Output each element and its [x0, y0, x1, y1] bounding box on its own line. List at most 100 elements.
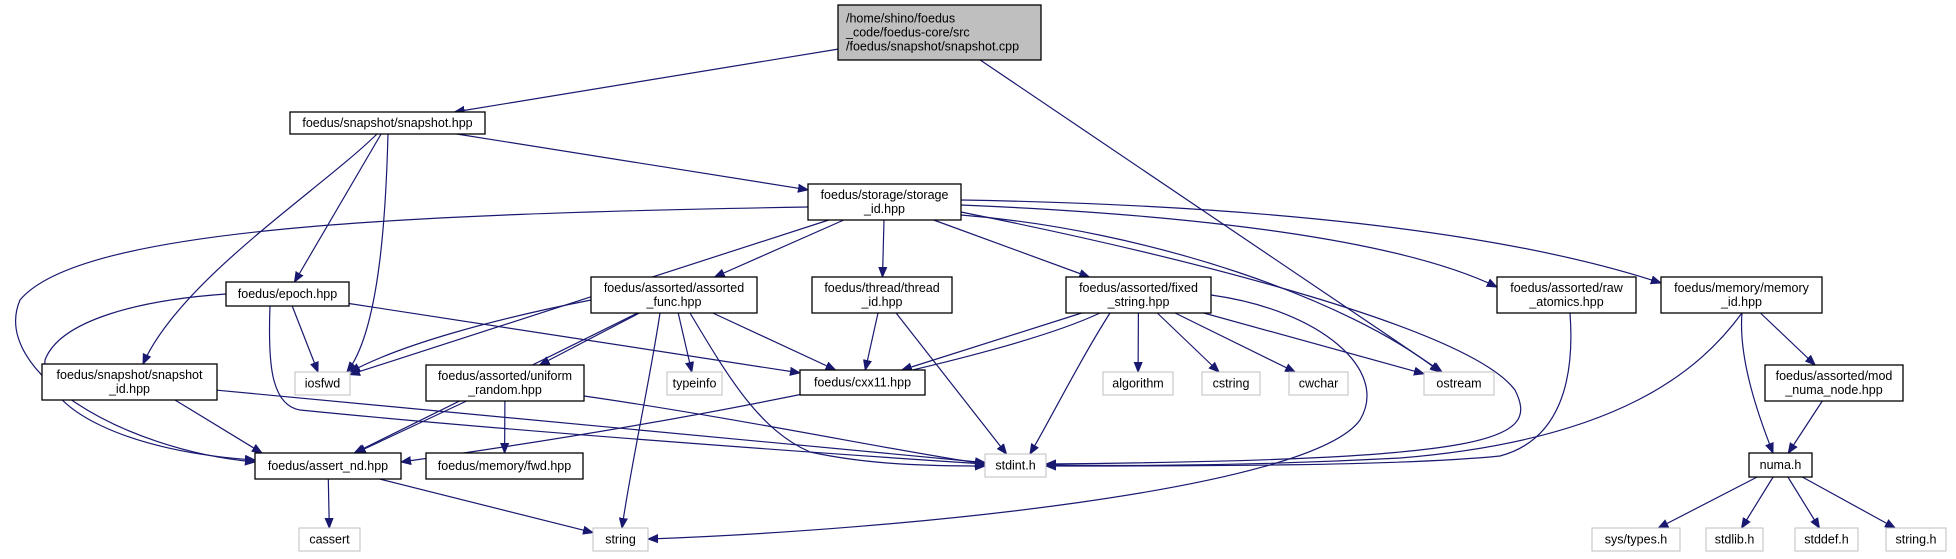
node-sys-types-h: sys/types.h: [1591, 527, 1681, 552]
edge-numa_h-to-sys_types_h: [1658, 476, 1758, 528]
edge-fixed_string_hpp-to-cxx11_hpp: [902, 312, 1082, 370]
node-label: _code/foedus-core/src: [845, 26, 970, 40]
node-box: [1748, 452, 1813, 478]
node-label: iosfwd: [305, 377, 340, 391]
node-assorted-func-hpp[interactable]: foedus/assorted/assorted_func.hpp: [590, 276, 758, 314]
node-box: [225, 281, 350, 307]
node-box: [1794, 527, 1859, 552]
edge-storage_id_hpp-to-thread_id_hpp: [883, 219, 885, 277]
node-string: string: [592, 527, 649, 552]
node-label: ostream: [1436, 377, 1481, 391]
node-snapshot-id-hpp[interactable]: foedus/snapshot/snapshot_id.hpp: [41, 363, 218, 401]
node-assert-nd-hpp[interactable]: foedus/assert_nd.hpp: [254, 452, 402, 480]
node-box: [592, 527, 649, 552]
node-label: foedus/thread/thread: [824, 281, 939, 295]
node-box: [1885, 527, 1947, 552]
node-stddef-h: stddef.h: [1794, 527, 1859, 552]
edge-fixed_string_hpp-to-cwchar: [1174, 312, 1295, 372]
edge-storage_id_hpp-to-memory_id_hpp: [960, 199, 1661, 283]
edge-assert_nd_hpp-to-string: [379, 478, 593, 533]
node-cwchar: cwchar: [1288, 371, 1349, 396]
node-label: _id.hpp: [863, 202, 905, 216]
edge-uniform_random_hpp-to-assert_nd_hpp: [356, 400, 467, 453]
node-label: _numa_node.hpp: [1784, 383, 1882, 397]
node-label: sys/types.h: [1605, 533, 1668, 547]
edge-assert_nd_hpp-to-cassert: [328, 478, 329, 528]
edge-storage_id_hpp-to-stdint_h: [960, 211, 1522, 464]
node-memory-fwd-hpp[interactable]: foedus/memory/fwd.hpp: [425, 452, 584, 480]
node-label: foedus/assorted/assorted: [604, 281, 744, 295]
edge-fixed_string_hpp-to-string: [648, 294, 1368, 539]
edge-fixed_string_hpp-to-ostream: [1203, 312, 1424, 374]
node-box: [254, 452, 402, 480]
node-storage-id-hpp[interactable]: foedus/storage/storage_id.hpp: [807, 183, 962, 221]
node-box: [1288, 371, 1349, 396]
node-box: [1065, 276, 1212, 314]
edge-snapshot_hpp-to-iosfwd: [347, 133, 389, 372]
node-label: foedus/snapshot/snapshot.hpp: [302, 116, 472, 130]
edge-assorted_func_hpp-to-string: [622, 312, 661, 528]
node-uniform-random-hpp[interactable]: foedus/assorted/uniform_random.hpp: [425, 364, 585, 402]
node-label: numa.h: [1760, 458, 1802, 472]
node-memory-id-hpp[interactable]: foedus/memory/memory_id.hpp: [1660, 276, 1823, 314]
nodes-layer: /home/shino/foedus_code/foedus-core/src/…: [41, 4, 1947, 552]
node-label: foedus/assert_nd.hpp: [268, 459, 388, 473]
node-label: foedus/cxx11.hpp: [814, 376, 911, 390]
node-label: _random.hpp: [467, 383, 542, 397]
edge-epoch_hpp-to-stdint_h: [268, 305, 985, 464]
edge-epoch_hpp-to-assert_nd_hpp: [44, 293, 255, 460]
node-epoch-hpp[interactable]: foedus/epoch.hpp: [225, 281, 350, 307]
node-label: cassert: [309, 533, 350, 547]
node-label: string: [605, 533, 636, 547]
edge-memory_id_hpp-to-mod_numa_node_hpp: [1759, 312, 1815, 365]
node-raw-atomics-hpp[interactable]: foedus/assorted/raw_atomics.hpp: [1496, 276, 1637, 314]
node-label: foedus/epoch.hpp: [238, 287, 337, 301]
node-label: foedus/storage/storage: [821, 188, 949, 202]
node-label: _string.hpp: [1107, 295, 1170, 309]
node-cassert: cassert: [298, 527, 361, 552]
node-cxx11-hpp[interactable]: foedus/cxx11.hpp: [799, 369, 926, 396]
edge-snapshot_cpp-to-ostream: [979, 59, 1442, 372]
node-box: [1496, 276, 1637, 314]
node-label: _id.hpp: [860, 295, 902, 309]
edge-epoch_hpp-to-cxx11_hpp: [348, 302, 800, 373]
node-label: foedus/assorted/raw: [1510, 281, 1624, 295]
node-label: stddef.h: [1804, 533, 1849, 547]
edge-assorted_func_hpp-to-uniform_random_hpp: [540, 312, 640, 365]
edge-fixed_string_hpp-to-cstring: [1156, 312, 1219, 372]
node-algorithm: algorithm: [1102, 371, 1174, 396]
node-box: [425, 452, 584, 480]
edge-numa_h-to-string_h: [1802, 476, 1895, 528]
node-snapshot-hpp[interactable]: foedus/snapshot/snapshot.hpp: [289, 111, 486, 135]
node-fixed-string-hpp[interactable]: foedus/assorted/fixed_string.hpp: [1065, 276, 1212, 314]
edge-uniform_random_hpp-to-stdint_h: [583, 395, 985, 464]
node-label: _id.hpp: [1720, 295, 1762, 309]
node-ostream: ostream: [1423, 371, 1495, 396]
edge-assorted_func_hpp-to-stdint_h: [689, 312, 985, 466]
node-box: [1660, 276, 1823, 314]
edge-memory_id_hpp-to-stdint_h: [1046, 312, 1743, 465]
node-box: [799, 369, 926, 396]
edge-epoch_hpp-to-iosfwd: [291, 305, 318, 372]
node-box: [425, 364, 585, 402]
node-label: cstring: [1213, 377, 1250, 391]
edge-assorted_func_hpp-to-cxx11_hpp: [712, 312, 836, 370]
node-label: foedus/snapshot/snapshot: [57, 368, 203, 382]
node-thread-id-hpp[interactable]: foedus/thread/thread_id.hpp: [811, 276, 953, 314]
edge-numa_h-to-stddef_h: [1787, 476, 1820, 528]
node-box: [984, 453, 1047, 478]
edge-numa_h-to-stdlib_h: [1742, 476, 1774, 528]
node-snapshot-cpp[interactable]: /home/shino/foedus_code/foedus-core/src/…: [837, 4, 1042, 61]
node-mod-numa-node-hpp[interactable]: foedus/assorted/mod_numa_node.hpp: [1764, 364, 1904, 402]
node-label: foedus/assorted/fixed: [1079, 281, 1198, 295]
node-numa-h[interactable]: numa.h: [1748, 452, 1813, 478]
edge-snapshot_hpp-to-epoch_hpp: [295, 133, 382, 282]
node-box: [837, 4, 1042, 61]
node-label: /foedus/snapshot/snapshot.cpp: [846, 40, 1019, 54]
node-label: cwchar: [1299, 377, 1339, 391]
node-box: [1764, 364, 1904, 402]
edge-thread_id_hpp-to-cxx11_hpp: [865, 312, 879, 370]
node-box: [41, 363, 218, 401]
node-box: [666, 371, 723, 396]
